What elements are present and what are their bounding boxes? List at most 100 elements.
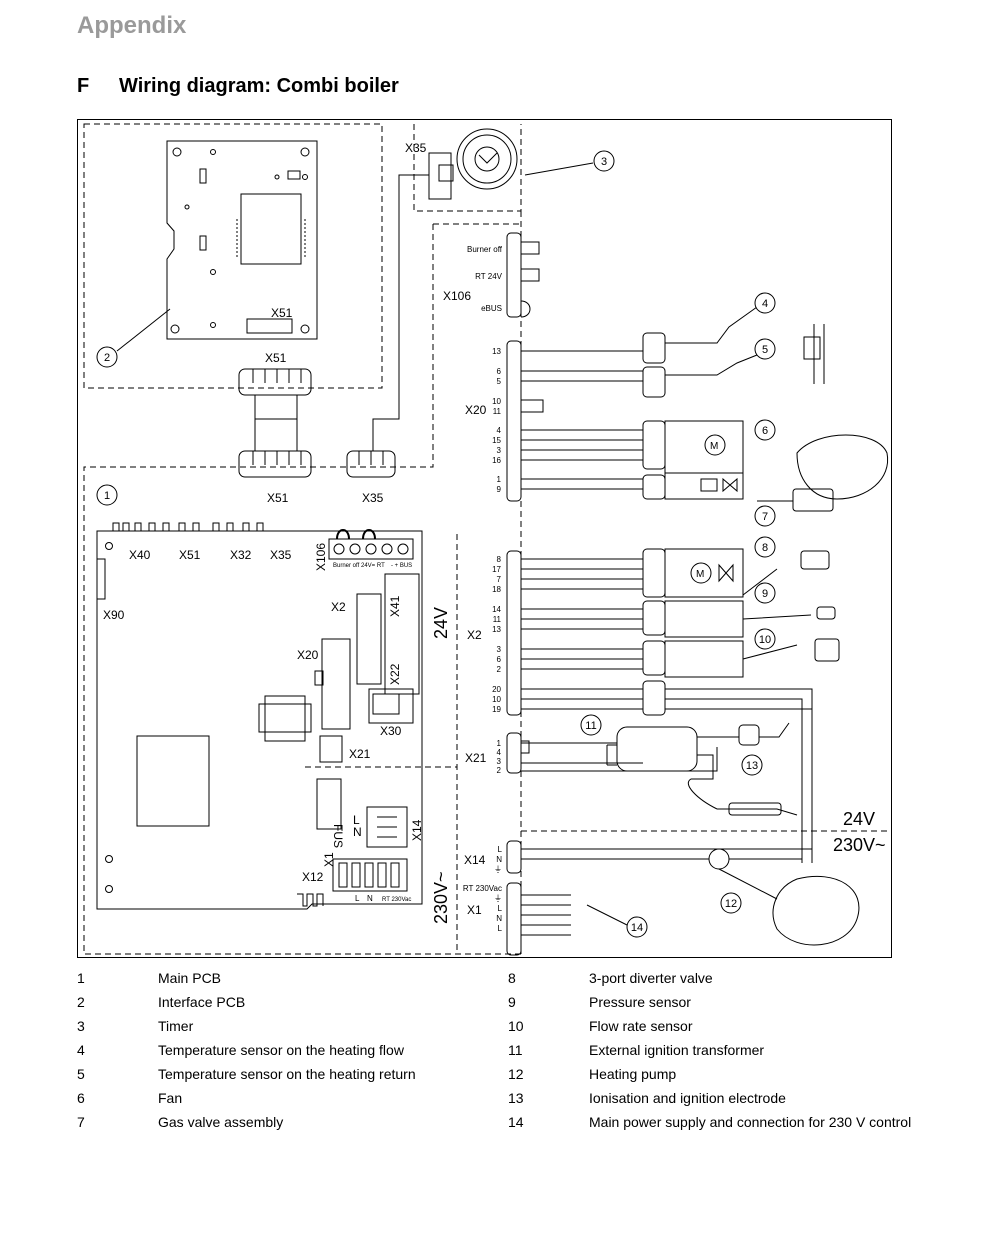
x2-pin: 14 <box>492 605 501 614</box>
ln-l: L <box>353 813 360 827</box>
x1-label: X1 <box>467 903 482 917</box>
fuse-label: FUS <box>331 824 345 848</box>
x14-pin: ⏚ <box>494 865 502 874</box>
callout-13-label: 13 <box>746 760 758 772</box>
callout-6 <box>754 419 776 441</box>
x2-pin: 11 <box>493 615 502 624</box>
timer-x35-label: X35 <box>405 141 427 155</box>
x20-pin: 5 <box>497 377 502 386</box>
x2-pin: 17 <box>492 565 501 574</box>
pressure-sensor <box>816 606 836 620</box>
ln-n: N <box>353 825 362 839</box>
callout-3 <box>593 150 615 172</box>
callout-5-label: 5 <box>762 344 768 356</box>
x20-pin: 6 <box>497 367 502 376</box>
callout-12-label: 12 <box>725 898 737 910</box>
main-pcb <box>96 530 423 910</box>
x106-pin-rt-24v: RT 24V <box>475 272 502 281</box>
interface-x51-label: X51 <box>271 306 293 320</box>
callout-1-label: 1 <box>104 490 110 502</box>
diverter-motor-m: M <box>696 569 704 580</box>
top-connector-strip <box>105 522 264 532</box>
interface-pcb-zone <box>83 123 383 389</box>
section-letter: F <box>77 75 90 97</box>
callout-7-label: 7 <box>762 511 768 523</box>
x2-pin: 20 <box>492 685 501 694</box>
x51-plug-label: X51 <box>267 491 289 505</box>
x1-pin: RT 230Vac <box>463 884 502 893</box>
callout-3-label: 3 <box>601 156 607 168</box>
x20-pin: 10 <box>492 397 501 406</box>
flow-sensor <box>814 638 840 662</box>
callout-6-label: 6 <box>762 425 768 437</box>
x2-pin: 7 <box>497 575 502 584</box>
x21-pin: 1 <box>497 739 502 748</box>
x21-pin: 3 <box>497 757 502 766</box>
pcb-24v-label: 24V <box>431 607 451 639</box>
x30-socket <box>368 688 414 724</box>
x20-label: X20 <box>465 403 487 417</box>
x2-socket <box>356 593 382 685</box>
x20-pin: 13 <box>492 347 501 356</box>
diverter-valve <box>800 550 830 570</box>
callout-1 <box>96 484 118 506</box>
callout-11-label: 11 <box>585 720 596 732</box>
ignition-transformer <box>616 726 698 772</box>
main-x2-label: X2 <box>331 600 346 614</box>
fan-motor-m: M <box>710 441 718 452</box>
main-x30-label: X30 <box>380 724 402 738</box>
x20-pin: 3 <box>497 446 502 455</box>
interface-pcb <box>166 140 318 340</box>
terminal-top-3: - + BUS <box>391 563 412 569</box>
x14-label: X14 <box>464 853 486 867</box>
main-x32-label: X32 <box>230 548 252 562</box>
terminal-block-bottom <box>332 858 408 892</box>
x20-pin: 15 <box>492 436 501 445</box>
x14-pin: L <box>498 845 503 854</box>
x20-pin: 9 <box>497 485 502 494</box>
main-pcb-zone <box>83 223 521 955</box>
x2-pin: 13 <box>492 625 501 634</box>
callout-9-label: 9 <box>762 588 768 600</box>
terminal-top-2: 24V= RT <box>361 563 385 569</box>
zone-24v-label: 24V <box>843 809 875 829</box>
callout-9 <box>754 582 776 604</box>
main-x35-label: X35 <box>270 548 292 562</box>
x2-pin: 19 <box>492 705 501 714</box>
zone-230v-label: 230V~ <box>833 835 886 855</box>
x2-pin: 3 <box>497 645 502 654</box>
wiring-diagram: 2 3 4 5 6 7 8 9 10 11 13 12 14 1 X51 X51… <box>77 119 892 958</box>
callout-12 <box>720 892 742 914</box>
callout-11 <box>580 714 602 736</box>
terminal-bottom-n: N <box>367 894 373 903</box>
heating-pump <box>772 875 860 946</box>
x20-pin: 11 <box>493 407 502 416</box>
main-x21-label: X21 <box>349 747 371 761</box>
main-x12-label: X12 <box>302 870 324 884</box>
terminal-block-top <box>328 538 414 560</box>
x106-label: X106 <box>443 289 471 303</box>
callout-4-label: 4 <box>762 298 768 310</box>
main-x41-label: X41 <box>388 595 402 617</box>
gas-valve <box>792 488 834 512</box>
main-x90-label: X90 <box>103 608 125 622</box>
x14-pin: N <box>496 855 502 864</box>
x20-pin: 4 <box>497 426 502 435</box>
callout-2-label: 2 <box>104 352 110 364</box>
x20-pin: 16 <box>492 456 501 465</box>
main-x106-label: X106 <box>314 543 328 571</box>
appendix-heading: Appendix <box>77 12 187 39</box>
x21-pin: 4 <box>497 748 502 757</box>
interface-x51-plug-label: X51 <box>265 351 287 365</box>
callout-5 <box>754 338 776 360</box>
x20-socket <box>321 638 351 730</box>
x2-pin: 2 <box>497 665 502 674</box>
main-x22-label: X22 <box>388 663 402 685</box>
x1-pin: ⏚ <box>494 894 502 903</box>
main-x40-label: X40 <box>129 548 151 562</box>
diagram-frame <box>77 119 892 958</box>
ignition-electrode <box>717 808 798 816</box>
callout-14 <box>626 916 648 938</box>
x21-pin: 2 <box>497 766 502 775</box>
callout-7 <box>754 505 776 527</box>
